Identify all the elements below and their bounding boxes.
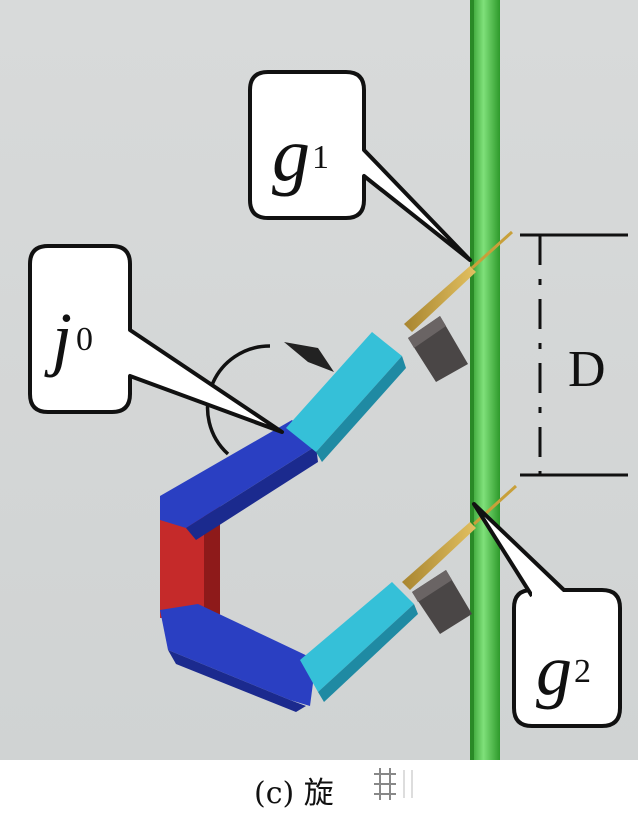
callout-g2: g2: [472, 502, 622, 728]
caption-obscured-glyphs: [374, 768, 413, 800]
guide-rail-edge: [470, 0, 474, 760]
gripper-upper: [408, 316, 468, 382]
callout-g2-pointer: [472, 502, 568, 598]
gripper-lower: [412, 570, 472, 634]
callout-g2-label: g2: [536, 630, 591, 710]
needle-g2-shaft: [402, 522, 476, 590]
needle-g1-tip: [470, 230, 514, 270]
lower-dark-link: [160, 604, 316, 706]
rotation-arrowhead: [284, 342, 334, 372]
gripper-upper-face: [408, 316, 446, 348]
base-link-red-side: [204, 510, 220, 614]
upper-dark-link-shade: [186, 446, 318, 540]
figure-caption: (c) 旋: [0, 760, 638, 816]
callout-j0-box: [28, 244, 284, 434]
gripper-lower-face: [412, 570, 452, 602]
dimension-label: D: [568, 341, 606, 398]
caption-label: (c) 旋: [254, 776, 334, 811]
lower-dark-link-shade: [168, 650, 306, 712]
callout-g2-pointer-cover: [532, 592, 568, 600]
upper-light-link: [286, 332, 402, 452]
upper-light-link-shade: [316, 356, 406, 462]
callout-g1: g1: [248, 70, 472, 262]
robot-arm: [160, 332, 418, 712]
needle-g1-shaft: [404, 266, 476, 332]
upper-dark-link: [160, 420, 316, 528]
guide-rail: [470, 0, 500, 760]
callout-g1-label: g1: [272, 113, 329, 197]
callout-g1-box: [248, 70, 472, 262]
lower-light-link-shade: [318, 604, 418, 702]
needle-g1: [404, 230, 514, 332]
dimension-d: D: [520, 233, 628, 477]
lower-light-link: [300, 582, 414, 692]
callout-g2-box: [512, 588, 622, 728]
